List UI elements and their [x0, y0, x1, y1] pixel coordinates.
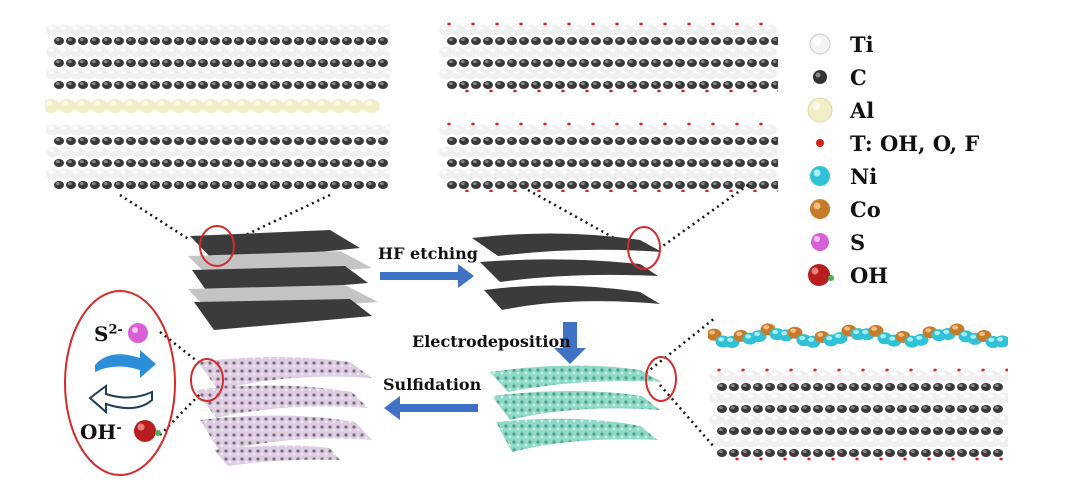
max-phase-structure-image	[45, 24, 390, 189]
process-arrows	[380, 264, 586, 420]
al-layer	[45, 99, 380, 113]
zoom-guide-lines	[119, 183, 749, 449]
sulfidation-label: Sulfidation	[383, 375, 482, 394]
legend-label-co: Co	[850, 197, 881, 222]
legend-label-ni: Ni	[850, 164, 878, 189]
sulfide-coated-sheets	[196, 357, 372, 466]
legend-item-s: S	[806, 228, 1036, 256]
ion-exchange-oval	[64, 290, 176, 476]
legend-item-ti: Ti	[806, 30, 1036, 58]
hf-etching-label: HF etching	[378, 244, 478, 263]
mxene-layer-lower	[439, 122, 778, 192]
mxene-structure-panel	[438, 20, 778, 192]
exchange-arrow-forward	[95, 350, 156, 378]
legend-label-ti: Ti	[850, 32, 874, 57]
electrodeposition-arrow	[554, 322, 586, 364]
legend-label-al: Al	[850, 98, 875, 123]
nico-coated-sheets	[490, 365, 662, 452]
hydroxide-ion-label: OH-	[80, 420, 122, 444]
legend-item-co: Co	[806, 195, 1036, 223]
max-phase-structure-panel	[45, 20, 390, 192]
legend-label-c: C	[850, 65, 867, 90]
sulfide-ion-label: S2-	[94, 322, 123, 346]
hf-etching-arrow	[380, 264, 474, 288]
ni-co-deposit-chain	[708, 323, 1008, 348]
electrodeposition-label: Electrodeposition	[412, 332, 571, 351]
mxene-layer-upper	[439, 22, 778, 93]
legend-item-oh: OH	[806, 261, 1036, 289]
highlight-circles	[190, 225, 677, 402]
mxene-structure-image	[439, 22, 778, 192]
mxene-substrate-layers	[709, 368, 1008, 461]
nico-deposit-structure-image	[708, 323, 1008, 461]
max-phase-sheets	[188, 230, 378, 330]
legend-label-t: T: OH, O, F	[850, 131, 980, 156]
legend-label-s: S	[850, 230, 866, 255]
exchange-arrow-backward	[88, 384, 153, 415]
mxene-sheets	[472, 233, 662, 310]
legend-item-c: C	[806, 63, 1036, 91]
ti-c-layer-upper	[46, 24, 390, 89]
legend-item-ni: Ni	[806, 162, 1036, 190]
sulfidation-arrow	[384, 396, 478, 420]
ti-c-layer-lower	[46, 124, 390, 189]
legend-item-al: Al	[806, 96, 1036, 124]
atom-legend: Ti C Al T: OH, O, F Ni Co S OH	[806, 30, 1036, 295]
legend-item-t: T: OH, O, F	[806, 129, 1036, 157]
legend-label-oh: OH	[850, 263, 889, 288]
nico-deposit-structure-panel	[708, 318, 1008, 470]
